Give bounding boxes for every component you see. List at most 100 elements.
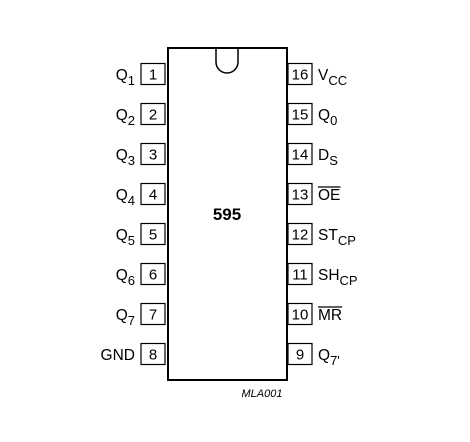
pin-5: 5Q5 [116,222,166,248]
pin-label: OE [318,187,340,204]
pin-label-main: SH [318,267,340,284]
pin-label: Q0 [318,107,337,128]
pin-box [140,222,166,246]
pin-label-main: Q [318,347,330,364]
pin-box [287,302,313,326]
pin-10: 10 MR [287,302,343,326]
pin-label-subscript: 7 [128,313,135,328]
pin-1: 1Q1 [116,62,166,88]
pin-label: Q3 [116,147,135,168]
pin-box [287,142,313,166]
pin-box [287,62,313,86]
pin-label-main: Q [116,187,128,204]
chip-body [167,47,288,381]
pin-number: 9 [296,347,304,364]
pin-label-main: GND [101,347,135,364]
pin-label: MR [318,307,342,324]
pin-label-main: Q [116,107,128,124]
pin-label-main: MR [318,307,342,324]
pin-label: Q5 [116,227,135,248]
pin-label-subscript: 6 [128,273,135,288]
pin-14: 14 DS [287,142,338,168]
pin-box [287,222,313,246]
pin-15: 15 Q0 [287,102,337,128]
pin-number: 1 [149,67,157,84]
pin-label-subscript: 4 [128,193,135,208]
pin-label-main: ST [318,227,338,244]
pin-4: 4Q4 [116,182,166,208]
pin-11: 11 SHCP [287,262,358,288]
pin-box [140,62,166,86]
pin-label: Q1 [116,67,135,88]
pin-label: Q7 [116,307,135,328]
pin-number: 8 [149,347,157,364]
pin-label-subscript: 7' [330,353,340,368]
chip-title: 595 [213,205,241,224]
pin-label-main: Q [116,147,128,164]
pin-number: 4 [149,187,157,204]
pin-number: 13 [292,187,309,204]
chip-notch [215,48,239,74]
pin-6: 6Q6 [116,262,166,288]
pin-label: Q4 [116,187,135,208]
pin-box [287,342,313,366]
figure-caption: MLA001 [242,388,283,400]
pin-13: 13 OE [287,182,341,206]
pin-number: 15 [292,107,309,124]
pin-label-subscript: 1 [128,73,135,88]
pin-box [140,142,166,166]
pin-3: 3Q3 [116,142,166,168]
pin-label-subscript: CC [328,73,347,88]
pin-label-subscript: 2 [128,113,135,128]
pin-number: 11 [292,267,308,284]
pin-label: SHCP [318,267,358,288]
pin-label-subscript: CP [340,273,358,288]
pin-box [140,342,166,366]
pin-number: 7 [149,307,157,324]
pin-label-main: Q [318,107,330,124]
pin-8: 8 GND [101,342,166,366]
pin-label-subscript: 3 [128,153,135,168]
pin-number: 10 [292,307,309,324]
pin-label-main: Q [116,227,128,244]
pin-box [287,182,313,206]
pin-label: Q2 [116,107,135,128]
pin-box [140,102,166,126]
pin-label: Q7' [318,347,340,368]
pin-number: 2 [149,107,157,124]
pin-label: DS [318,147,338,168]
pin-16: 16 VCC [287,62,347,88]
pin-label-main: Q [116,307,128,324]
pin-number: 5 [149,227,157,244]
pin-label-subscript: 0 [330,113,337,128]
pin-number: 6 [149,267,157,284]
pin-box [140,302,166,326]
pin-label-main: D [318,147,329,164]
pin-2: 2Q2 [116,102,166,128]
chip-body-group: 595 [167,47,288,381]
pin-box [287,102,313,126]
pin-box [140,182,166,206]
pin-label: VCC [318,67,347,88]
pin-number: 14 [292,147,309,164]
pin-label-main: OE [318,187,340,204]
pin-7: 7Q7 [116,302,166,328]
pin-label-subscript: S [329,153,338,168]
pin-label: GND [101,347,135,364]
pin-label: Q6 [116,267,135,288]
pin-label-main: Q [116,67,128,84]
pin-label: STCP [318,227,356,248]
pin-label-main: V [318,67,329,84]
pin-number: 12 [292,227,309,244]
pin-label-subscript: CP [338,233,356,248]
pin-label-subscript: 5 [128,233,135,248]
pin-box [140,262,166,286]
pin-number: 3 [149,147,157,164]
pin-12: 12 STCP [287,222,356,248]
pin-label-main: Q [116,267,128,284]
pin-box [287,262,313,286]
pin-number: 16 [292,67,309,84]
